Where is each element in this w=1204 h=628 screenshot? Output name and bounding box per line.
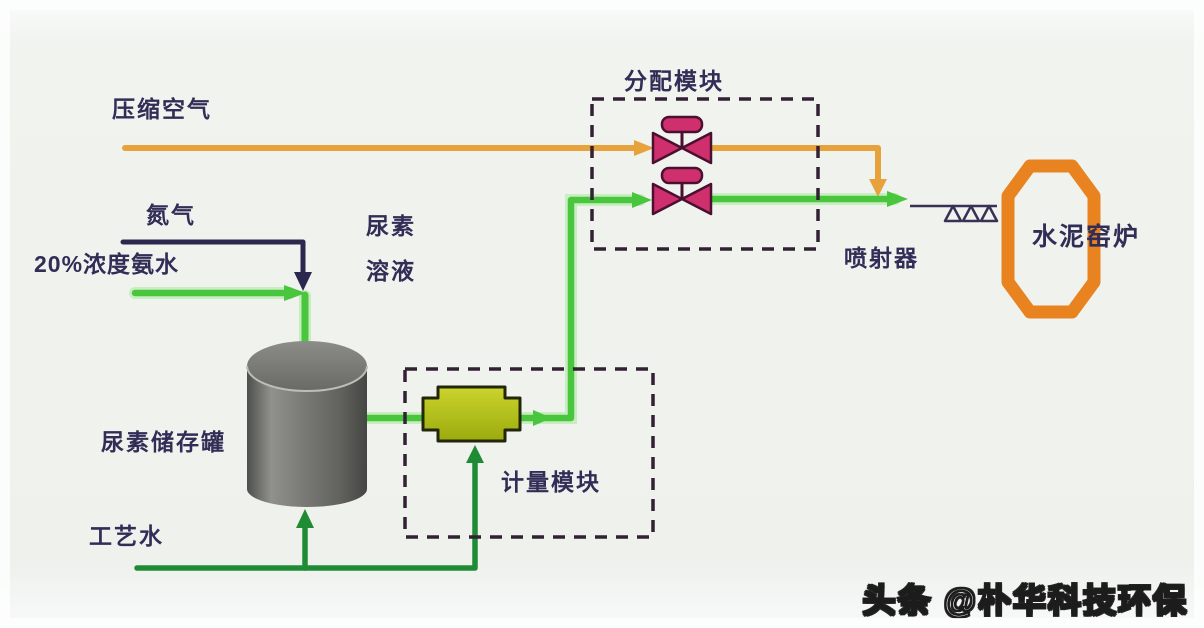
metering-pump-icon: [421, 385, 522, 443]
label-injector: 喷射器: [844, 245, 919, 271]
control-valve-icon-air: [651, 115, 713, 165]
arrow-up-icon: [466, 445, 484, 463]
cement-kiln-icon: [1001, 159, 1101, 319]
label-nitrogen: 氮气: [146, 202, 196, 228]
arrow-right-icon: [634, 140, 654, 156]
arrow-up-icon: [296, 509, 314, 528]
label-cement-kiln: 水泥窑炉: [1032, 223, 1141, 251]
arrow-right-icon: [632, 192, 652, 208]
label-compressed-air: 压缩空气: [112, 96, 212, 122]
watermark-text: 头条 @朴华科技环保: [862, 581, 1188, 620]
label-ammonia: 20%浓度氨水: [34, 251, 180, 277]
label-metering-module: 计量模块: [501, 469, 601, 495]
arrow-right-icon: [533, 410, 552, 426]
label-distribution-module: 分配模块: [624, 68, 724, 94]
control-valve-icon-urea: [651, 166, 713, 216]
arrow-down-icon: [869, 179, 887, 197]
label-urea-solution-line2: 溶液: [366, 258, 416, 284]
label-urea-storage-tank: 尿素储存罐: [101, 429, 226, 455]
arrow-down-icon: [294, 272, 312, 291]
distribution-module-box: [590, 97, 820, 251]
urea-storage-tank: [246, 341, 368, 507]
arrow-right-icon: [887, 191, 908, 207]
label-urea-solution-line1: 尿素: [366, 213, 416, 239]
nitrogen-pipe: [120, 239, 306, 276]
compressed-air-pipe-drop: [708, 145, 881, 183]
arrow-right-icon: [284, 285, 306, 301]
spray-nozzle-icon: [910, 204, 999, 223]
process-water-pipe: [134, 459, 478, 571]
label-process-water: 工艺水: [89, 523, 164, 549]
label-urea-solution: 尿素 溶液: [366, 204, 416, 294]
